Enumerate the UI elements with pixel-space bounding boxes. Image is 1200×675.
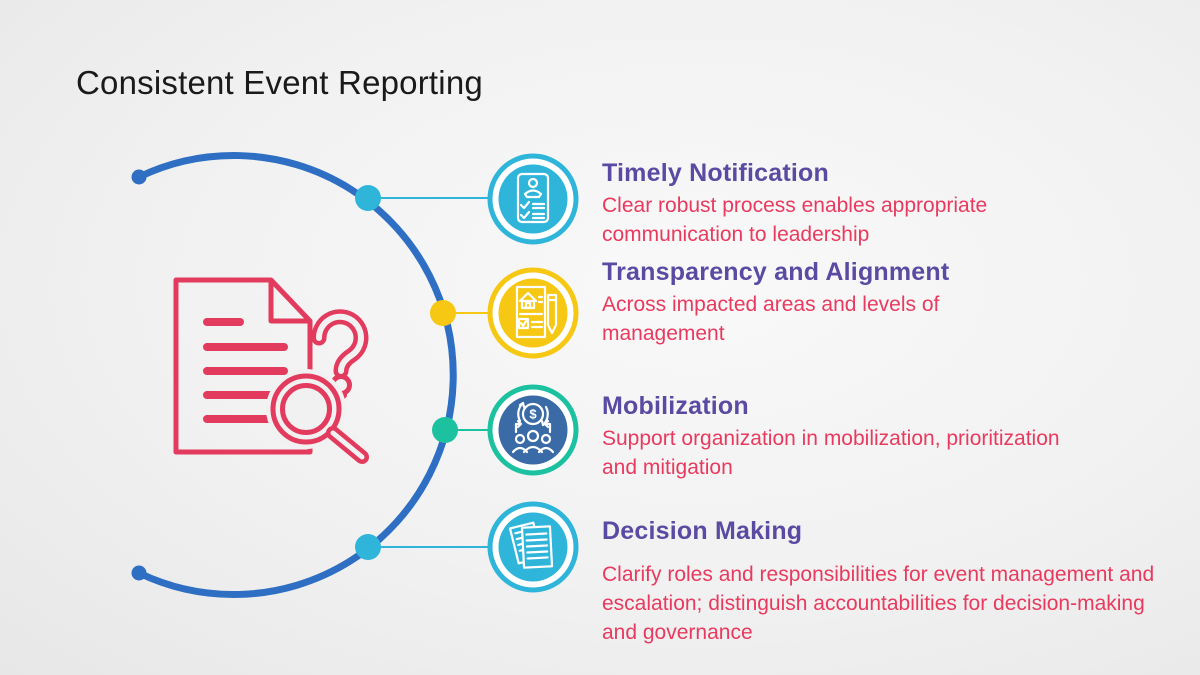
item-title: Timely Notification xyxy=(602,159,829,187)
mobilization-badge: $ xyxy=(487,384,579,476)
item-title: Transparency and Alignment xyxy=(602,258,950,286)
documents-stack-icon xyxy=(508,521,554,569)
arc-path xyxy=(135,152,457,598)
arc-node-2 xyxy=(430,300,456,326)
item-description: Clarify roles and responsibilities for e… xyxy=(602,563,1155,644)
item-description: Support organization in mobilization, pr… xyxy=(602,427,1060,479)
arc-node-1 xyxy=(355,185,381,211)
slide-title: Consistent Event Reporting xyxy=(76,64,483,102)
item-description: Across impacted areas and levels of mana… xyxy=(602,293,940,345)
list-item-mobilization: Mobilization Support organization in mob… xyxy=(602,392,1072,482)
item-title: Mobilization xyxy=(602,392,749,420)
list-item-decision-making: Decision Making Clarify roles and respon… xyxy=(602,517,1167,647)
document-question-magnifier-illustration xyxy=(173,277,369,464)
list-item-transparency-alignment: Transparency and Alignment Across impact… xyxy=(602,258,1002,348)
list-item-timely-notification: Timely Notification Clear robust process… xyxy=(602,159,1052,249)
person-checklist-icon xyxy=(516,172,550,224)
item-description: Clear robust process enables appropriate… xyxy=(602,194,988,246)
arc-node-3 xyxy=(432,417,458,443)
item-title: Decision Making xyxy=(602,517,803,545)
magnifier-icon xyxy=(266,369,369,464)
arc-endpoint-bottom xyxy=(131,565,147,581)
arc-node-4 xyxy=(355,534,381,560)
document-outline xyxy=(173,277,313,455)
transparency-alignment-badge xyxy=(487,267,579,359)
timely-notification-badge xyxy=(487,153,579,245)
contract-pen-icon xyxy=(515,285,558,339)
arc-endpoint-top xyxy=(131,169,147,185)
dollar-glyph: $ xyxy=(529,407,537,422)
document-fold xyxy=(268,280,310,324)
team-funding-icon xyxy=(511,401,555,454)
decision-making-badge xyxy=(487,501,579,593)
